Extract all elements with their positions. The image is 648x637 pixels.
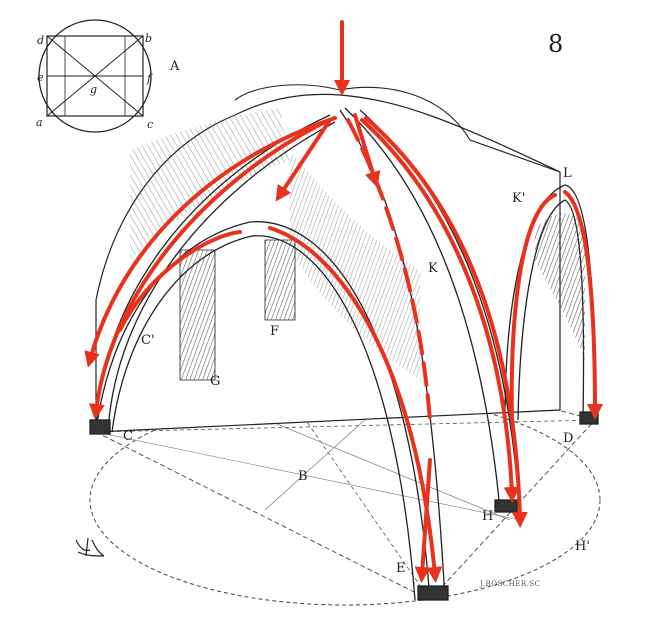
arrow-to-transverse	[275, 118, 332, 202]
arrow-rib-H	[360, 118, 520, 503]
arrow-rib-H-outer	[364, 116, 528, 528]
vault-web-shading	[290, 150, 420, 380]
rib-C-inner	[107, 121, 336, 433]
label-E: E	[396, 561, 406, 576]
rib-transverse-inner	[111, 235, 416, 601]
label-H: H	[482, 509, 493, 524]
rib-base-C	[89, 419, 111, 435]
engraver-signature: J.BOSCHER.SC	[479, 580, 541, 588]
arrow-rib-E	[414, 458, 432, 583]
rib-D-shading	[535, 213, 585, 360]
label-F: F	[270, 324, 279, 339]
arrow-rib-C	[88, 120, 327, 420]
arrow-rib-E-top	[353, 113, 381, 188]
inset-circle	[38, 19, 152, 133]
arrow-rib-D-left	[509, 193, 557, 422]
arrow-transverse-right	[268, 226, 443, 583]
label-C: C	[123, 429, 133, 444]
inset-label-g: g	[90, 83, 97, 96]
thrust-arrows	[84, 20, 603, 583]
vault-shell	[95, 84, 561, 433]
inset-label-f: f	[146, 72, 153, 85]
figure-number: 8	[548, 30, 563, 58]
rib-base-E	[417, 585, 449, 601]
point-labels: B C C' D E F G H H' K K' L	[123, 166, 590, 576]
rib-H	[344, 107, 501, 511]
label-B: B	[298, 469, 308, 484]
inset-label-e: e	[37, 71, 44, 84]
arrow-rib-D-right	[563, 190, 603, 420]
label-H-prime: H'	[575, 539, 590, 554]
label-L: L	[563, 166, 572, 181]
arrow-rib-C-outer	[84, 116, 337, 368]
inset-label-A: A	[169, 59, 180, 74]
artist-monogram	[75, 537, 105, 557]
inset-plan: d b a c e f g A	[36, 19, 180, 133]
inset-label-c: c	[147, 118, 153, 131]
label-C-prime: C'	[141, 333, 155, 348]
rib-transverse	[95, 221, 431, 601]
vault-ribs	[89, 107, 599, 601]
arrow-transverse-left	[118, 230, 242, 332]
pier-G	[179, 249, 216, 381]
inset-label-b: b	[145, 32, 152, 45]
pier-F	[264, 239, 296, 321]
plan-line	[95, 431, 521, 521]
rib-base-H	[494, 499, 518, 513]
label-D: D	[563, 431, 573, 446]
label-K-prime: K'	[512, 191, 525, 206]
label-G: G	[210, 374, 220, 389]
inset-label-d: d	[37, 34, 44, 47]
label-K: K	[428, 261, 438, 276]
arrow-rib-E-dashed	[346, 118, 432, 422]
inset-label-a: a	[36, 116, 43, 129]
